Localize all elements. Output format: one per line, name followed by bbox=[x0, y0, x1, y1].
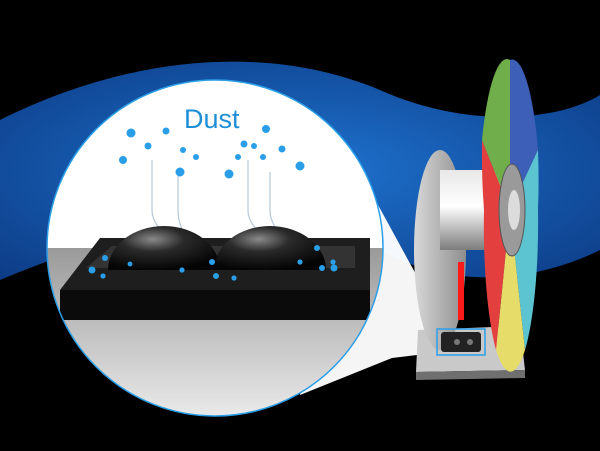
dust-particles-tray bbox=[88, 245, 338, 281]
mirror-dome-right bbox=[214, 226, 326, 270]
red-light-beam bbox=[458, 262, 464, 320]
dust-particles-air bbox=[119, 125, 305, 179]
dust-label: Dust bbox=[184, 104, 240, 134]
mirror-dome-left bbox=[108, 226, 220, 270]
callout-target-box bbox=[436, 328, 486, 356]
sensor-window bbox=[441, 332, 481, 352]
color-wheel-device bbox=[414, 59, 539, 380]
